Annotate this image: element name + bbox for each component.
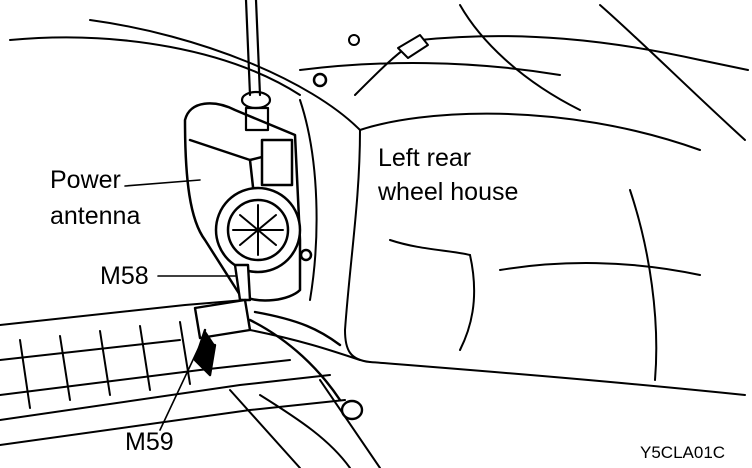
- label-power-antenna-line2: antenna: [50, 202, 141, 230]
- leader-power-antenna: [124, 179, 201, 187]
- body-panel-outlines: [9, 4, 749, 396]
- ground-cable: [348, 34, 429, 96]
- floor-trim: [0, 299, 381, 468]
- power-antenna-housing: [183, 72, 328, 302]
- figure-code: Y5CLA01C: [640, 443, 726, 462]
- harness-m59: [193, 298, 364, 421]
- label-wheel-house-line2: wheel house: [378, 178, 519, 206]
- label-connector-m58: M58: [100, 262, 149, 290]
- label-power-antenna-line1: Power: [50, 166, 121, 194]
- label-wheel-house-line1: Left rear: [378, 144, 472, 172]
- leader-m59: [159, 344, 201, 431]
- leader-lines: [124, 179, 236, 431]
- antenna-mast: [240, 0, 272, 132]
- label-connector-m59: M59: [125, 428, 174, 456]
